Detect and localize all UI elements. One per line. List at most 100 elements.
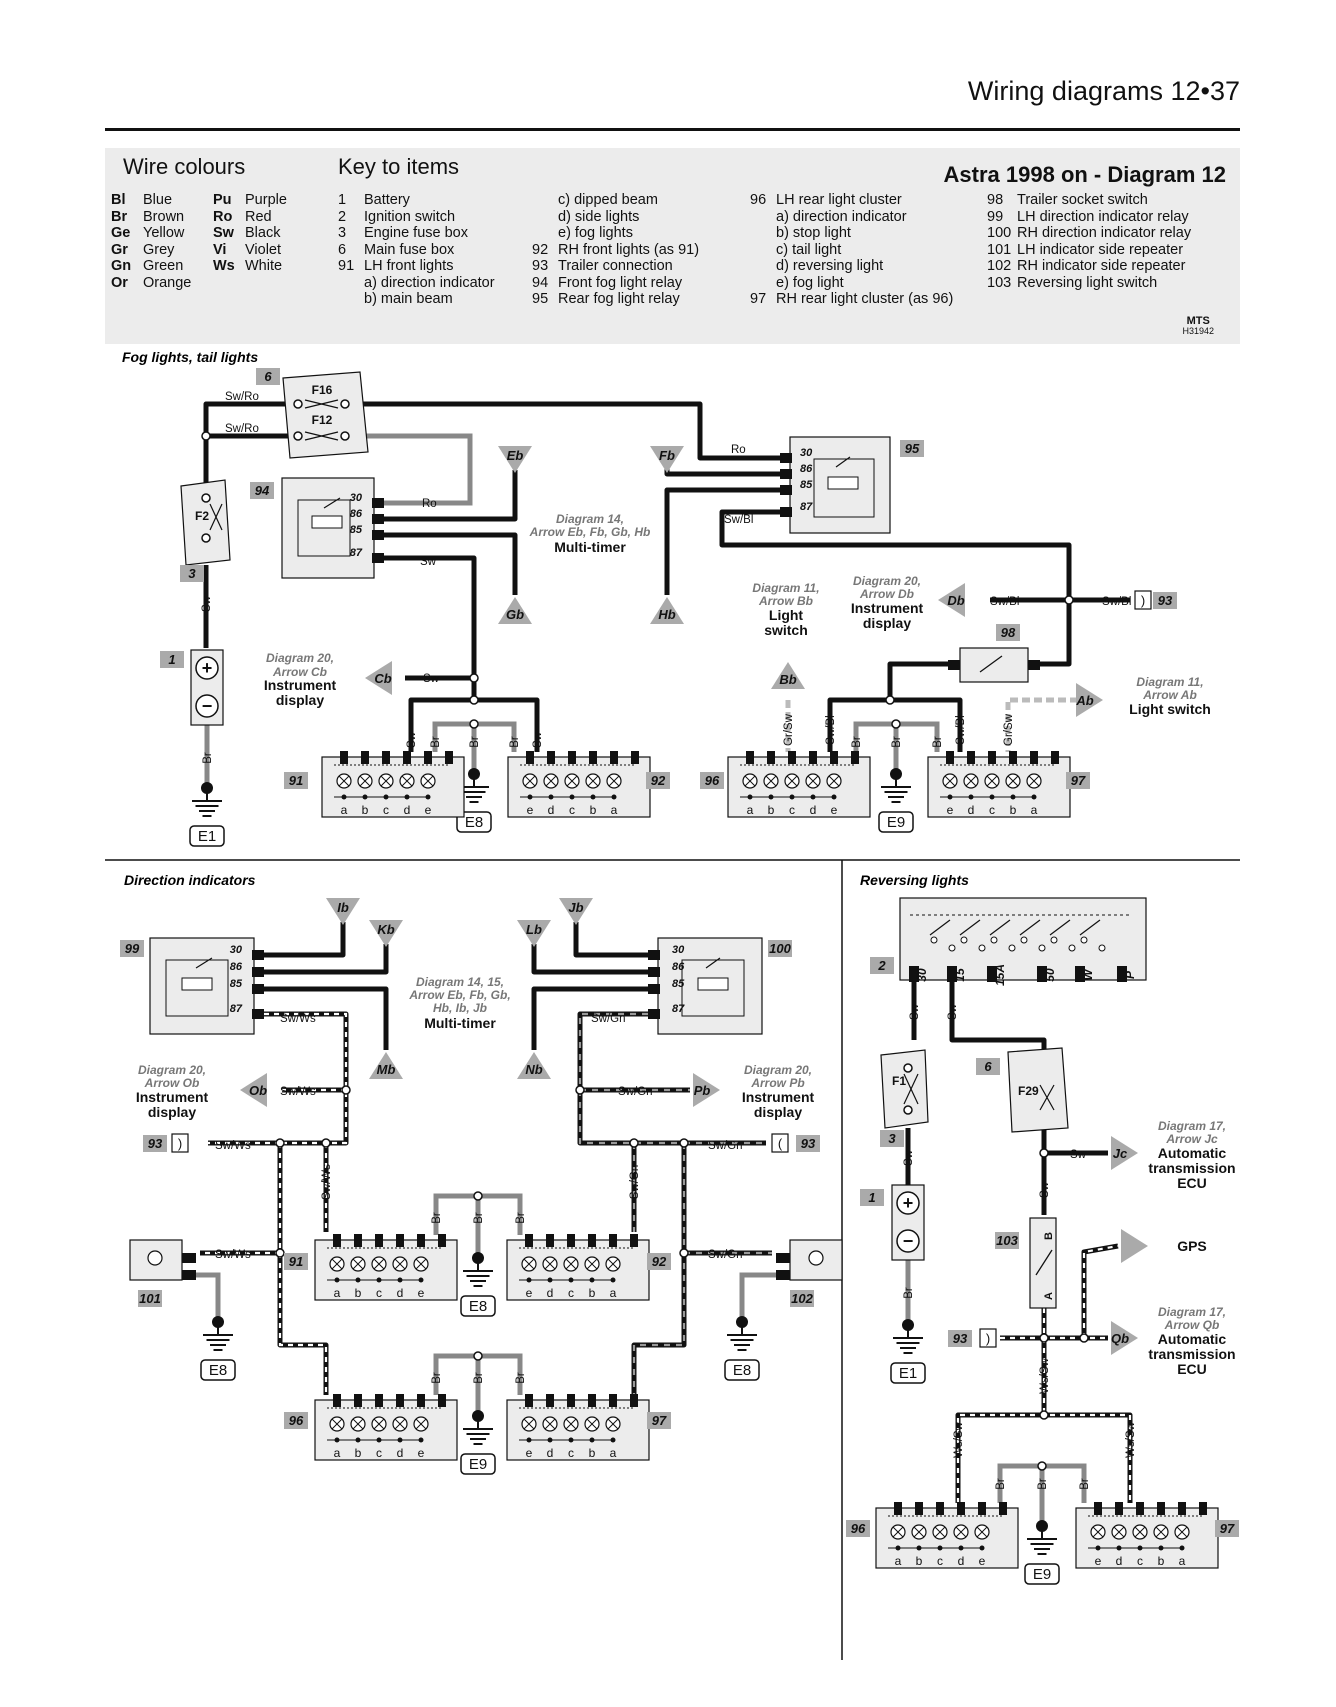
terminal — [445, 751, 453, 764]
tag-3-rev — [880, 1130, 904, 1147]
ref-d17-jc-2: Arrow Jc — [1165, 1132, 1218, 1146]
wire-nb — [531, 986, 648, 1050]
wire-code: Ws — [213, 258, 235, 274]
wire-colour-label: Sw/Bl — [1102, 596, 1131, 608]
terminal — [1009, 751, 1017, 764]
key-text: LH rear light cluster — [776, 192, 902, 208]
key-number: 1 — [338, 192, 347, 208]
junction — [275, 1248, 285, 1258]
terminal — [1199, 1502, 1207, 1515]
contact-dot — [1020, 936, 1028, 944]
terminal — [746, 751, 754, 764]
key-item: b) stop light — [750, 225, 953, 242]
key-text: e) fog light — [776, 274, 844, 291]
lamp-letter: d — [810, 803, 817, 817]
terminal — [396, 1394, 404, 1407]
ref-d20-pb: Diagram 20, — [744, 1063, 812, 1077]
pin-label: 15 — [953, 968, 967, 982]
fuse-symbol — [304, 431, 339, 441]
arrow-ob — [240, 1073, 267, 1107]
relay-outline — [813, 458, 875, 518]
item-number: 96 — [705, 773, 720, 788]
junction — [891, 719, 901, 729]
mts-logo: MTS H31942 — [1182, 316, 1214, 337]
terminal — [936, 1502, 944, 1515]
lamp-letter: a — [1179, 1554, 1186, 1568]
bulb-cross — [352, 1418, 364, 1430]
wire-colour-label: Br — [509, 736, 521, 748]
key-item: e) fog light — [750, 275, 953, 292]
terminal — [609, 1234, 617, 1247]
wire-colour-label: Sw/Bl — [724, 514, 753, 526]
switch-pin — [987, 966, 997, 982]
arrow-label: Jb — [568, 900, 583, 915]
terminal — [333, 1394, 341, 1407]
instrument-display-label: Instrument — [264, 677, 337, 693]
contact-dot — [1098, 944, 1106, 952]
fuse-symbol — [1039, 1084, 1055, 1111]
wire-sw-bl-rear — [827, 697, 963, 752]
wire-colour-label: Br — [891, 736, 903, 748]
relay-outline — [297, 499, 351, 557]
wire-colour-label: Sw — [1039, 1181, 1051, 1198]
lamp-letter: c — [569, 803, 575, 817]
ref-d17-jc: Diagram 17, — [1158, 1119, 1226, 1133]
tag-91-dir — [284, 1253, 308, 1270]
lamp-letter: b — [355, 1446, 362, 1460]
wire-colour-label: Sw — [406, 731, 418, 748]
item-number: 93 — [1158, 593, 1173, 608]
relay-pin — [780, 453, 792, 463]
lamp-letter: e — [418, 1446, 425, 1460]
arrow-label: Ab — [1075, 693, 1093, 708]
key-number: 97 — [750, 291, 767, 307]
wire-colour-label: Sw/Ws — [280, 1086, 316, 1098]
wire-sw-ro-1 — [203, 401, 294, 485]
terminal — [588, 1234, 596, 1247]
item-number: 92 — [651, 773, 666, 788]
wire-colour-label: Gr/Sw — [783, 713, 795, 746]
lamp-letter: d — [958, 1554, 965, 1568]
key-text: e) fog lights — [558, 225, 633, 241]
relay-contact — [835, 456, 851, 468]
tag-1-rev — [860, 1189, 884, 1206]
key-number: 101 — [987, 241, 1012, 258]
wire-sw-87 — [384, 555, 477, 700]
key-number: 6 — [338, 241, 347, 258]
contact-dot — [1080, 936, 1088, 944]
fuse-symbol — [209, 503, 223, 531]
earth-label: E9 — [469, 1456, 487, 1473]
wire-code: Ro — [213, 208, 233, 225]
fuse-f16-label: F16 — [312, 383, 333, 397]
arrow-lb — [517, 920, 551, 947]
lamp-letter: a — [610, 1446, 617, 1460]
bulb-cross — [587, 775, 599, 787]
terminal — [915, 1502, 923, 1515]
connector-symbol: ( — [778, 1136, 783, 1151]
terminal — [567, 1234, 575, 1247]
terminal — [438, 1394, 446, 1407]
bulb-cross — [523, 1258, 535, 1270]
wire-code: Bl — [111, 192, 126, 208]
fuse-symbol — [903, 1073, 919, 1105]
ref-d20-cb: Diagram 20, — [266, 651, 334, 665]
bulb-cross — [338, 775, 350, 787]
key-text: LH direction indicator relay — [1017, 208, 1189, 225]
lamp-letter: a — [611, 803, 618, 817]
terminal — [1030, 751, 1038, 764]
wire-colour-label: Sw — [947, 1003, 959, 1020]
junction — [1039, 1148, 1049, 1158]
fuse-f2-label: F2 — [195, 509, 209, 523]
bulb-cross — [545, 775, 557, 787]
bulb-cross — [415, 1258, 427, 1270]
switch-contact — [1019, 919, 1041, 936]
wire-colour-label: Sw/Bl — [990, 596, 1019, 608]
wires — [196, 401, 1133, 1526]
item-number: 96 — [851, 1521, 866, 1536]
arrow-ib — [326, 898, 360, 925]
